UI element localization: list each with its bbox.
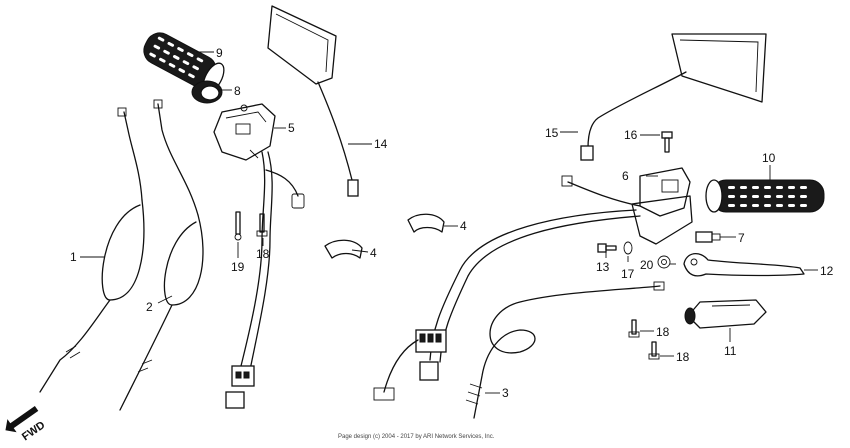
fwd-arrow-icon (5, 406, 39, 433)
lever-holder-part-11[interactable] (684, 299, 767, 329)
callout-4-left: 4 (370, 246, 377, 260)
bolt-part-13[interactable] (597, 243, 617, 253)
callout-12: 12 (820, 264, 834, 278)
callout-18-right-upper: 18 (656, 325, 670, 339)
callout-1: 1 (70, 250, 77, 264)
callout-18-left: 18 (256, 247, 270, 261)
pin-part-17[interactable] (623, 241, 633, 255)
callout-17: 17 (621, 267, 635, 281)
callout-18-right-lower: 18 (676, 350, 690, 364)
fwd-label: FWD (20, 419, 47, 443)
screw-part-18-right-upper[interactable] (628, 319, 640, 338)
bolt-part-19[interactable] (234, 211, 242, 241)
leader-lines (80, 51, 818, 394)
left-mirror-part-14[interactable] (267, 5, 359, 197)
callout-4-right: 4 (460, 219, 467, 233)
copyright-footer: Page design (c) 2004 - 2017 by ARI Netwo… (338, 434, 495, 440)
bolt-part-18-left[interactable] (256, 213, 268, 237)
right-switch-housing-part-6[interactable] (373, 167, 693, 401)
callout-3: 3 (502, 386, 509, 400)
callout-2: 2 (146, 300, 153, 314)
callout-8: 8 (234, 84, 241, 98)
brake-lever-part-12[interactable] (683, 253, 805, 277)
clamp-part-4-left[interactable] (324, 239, 363, 259)
callout-11: 11 (724, 344, 737, 358)
switch-part-7[interactable] (695, 231, 721, 243)
left-switch-housing-part-5[interactable] (213, 103, 305, 409)
callout-labels: 1 2 3 4 4 5 6 7 8 9 10 11 12 13 14 15 16… (70, 46, 834, 400)
right-grip-part-10[interactable] (705, 179, 825, 213)
throttle-cable-part-2[interactable] (119, 99, 204, 411)
cable-part-3[interactable] (465, 281, 665, 419)
callout-7: 7 (738, 231, 745, 245)
callout-15: 15 (545, 126, 559, 140)
callout-9: 9 (216, 46, 223, 60)
callout-20: 20 (640, 258, 654, 272)
callout-6: 6 (622, 169, 629, 183)
fwd-direction-marker: FWD (5, 406, 47, 443)
screw-part-18-right-lower[interactable] (648, 341, 660, 360)
right-mirror-part-15[interactable] (580, 33, 767, 161)
grip-collar-part-8[interactable] (191, 80, 223, 104)
callout-14: 14 (374, 137, 388, 151)
callout-10: 10 (762, 151, 776, 165)
callout-16: 16 (624, 128, 638, 142)
callout-5: 5 (288, 121, 295, 135)
clamp-part-4-right[interactable] (407, 213, 445, 233)
callout-19: 19 (231, 260, 245, 274)
nut-part-20[interactable] (657, 255, 671, 269)
throttle-cable-part-1[interactable] (39, 107, 145, 393)
screw-part-16[interactable] (661, 131, 673, 153)
callout-13: 13 (596, 260, 610, 274)
